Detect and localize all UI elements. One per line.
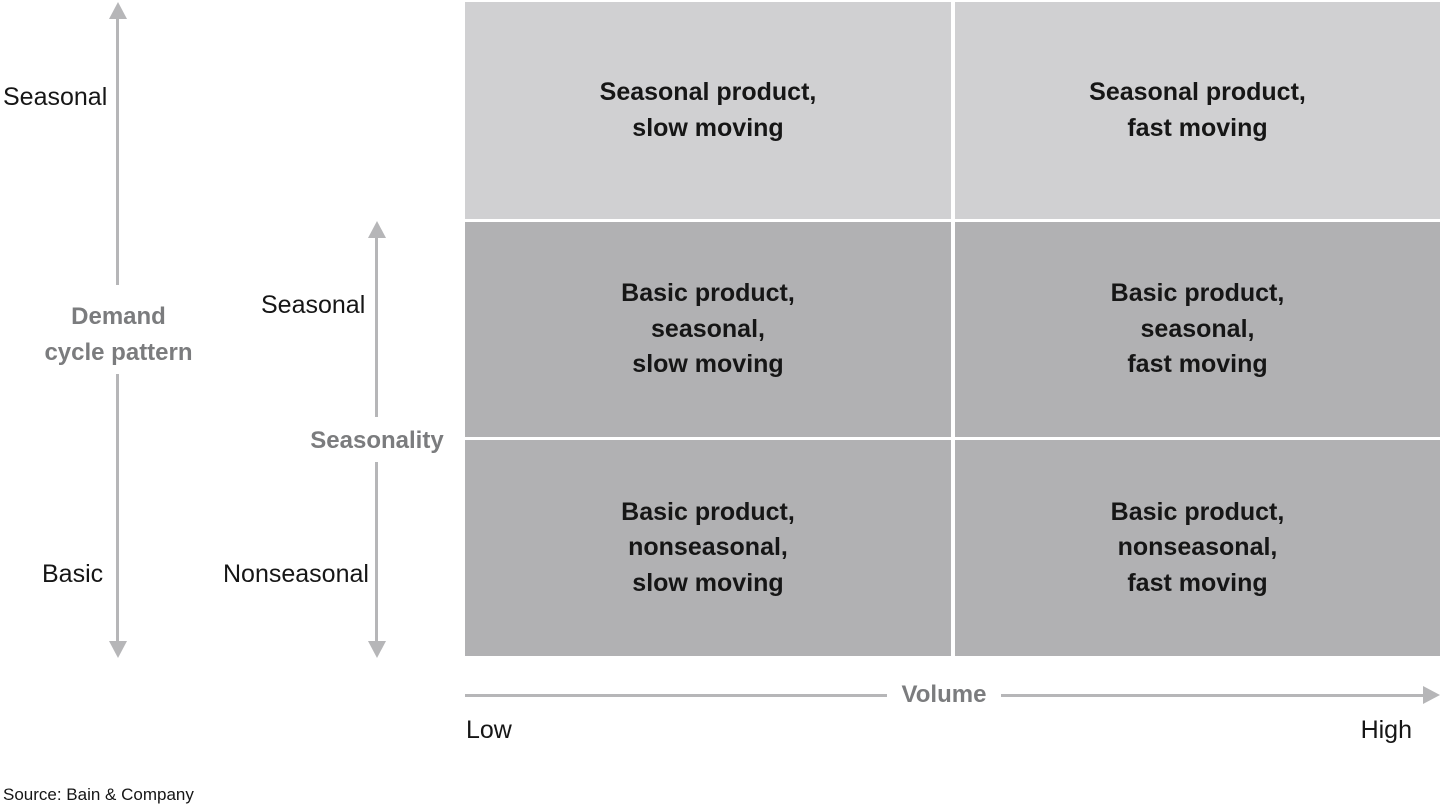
axis-line-segment (465, 693, 887, 697)
volume-low-label: Low (466, 716, 512, 744)
arrow-up-head-icon (109, 2, 127, 19)
axis-line-segment (116, 17, 119, 285)
arrow-right-head-icon (1423, 686, 1440, 704)
arrow-up-head-icon (368, 221, 386, 238)
arrow-down-head-icon (368, 641, 386, 658)
segmentation-matrix-grid: Seasonal product, slow moving Seasonal p… (465, 2, 1440, 656)
axis-line-segment (375, 462, 378, 643)
matrix-cell-seasonal-slow-moving: Seasonal product, slow moving (465, 2, 951, 219)
seasonality-top-label: Seasonal (261, 291, 366, 319)
axis-line-segment (1001, 693, 1423, 697)
demand-cycle-pattern-axis-title: Demand cycle pattern (44, 303, 193, 366)
seasonality-bottom-label: Nonseasonal (223, 560, 369, 588)
seasonality-axis-title: Seasonality (310, 427, 444, 454)
volume-axis-title: Volume (901, 681, 987, 708)
axis-line-segment (375, 236, 378, 417)
demand-cycle-top-label: Seasonal (3, 83, 108, 111)
demand-cycle-bottom-label: Basic (42, 560, 104, 588)
matrix-cell-basic-nonseasonal-slow-moving: Basic product, nonseasonal, slow moving (465, 440, 951, 656)
matrix-cell-basic-seasonal-fast-moving: Basic product, seasonal, fast moving (955, 222, 1440, 437)
volume-high-label: High (1360, 716, 1412, 744)
arrow-down-head-icon (109, 641, 127, 658)
volume-axis: Volume (465, 681, 1440, 709)
source-attribution: Source: Bain & Company (3, 785, 194, 804)
matrix-cell-basic-nonseasonal-fast-moving: Basic product, nonseasonal, fast moving (955, 440, 1440, 656)
matrix-cell-basic-seasonal-slow-moving: Basic product, seasonal, slow moving (465, 222, 951, 437)
matrix-cell-seasonal-fast-moving: Seasonal product, fast moving (955, 2, 1440, 219)
axis-line-segment (116, 374, 119, 643)
